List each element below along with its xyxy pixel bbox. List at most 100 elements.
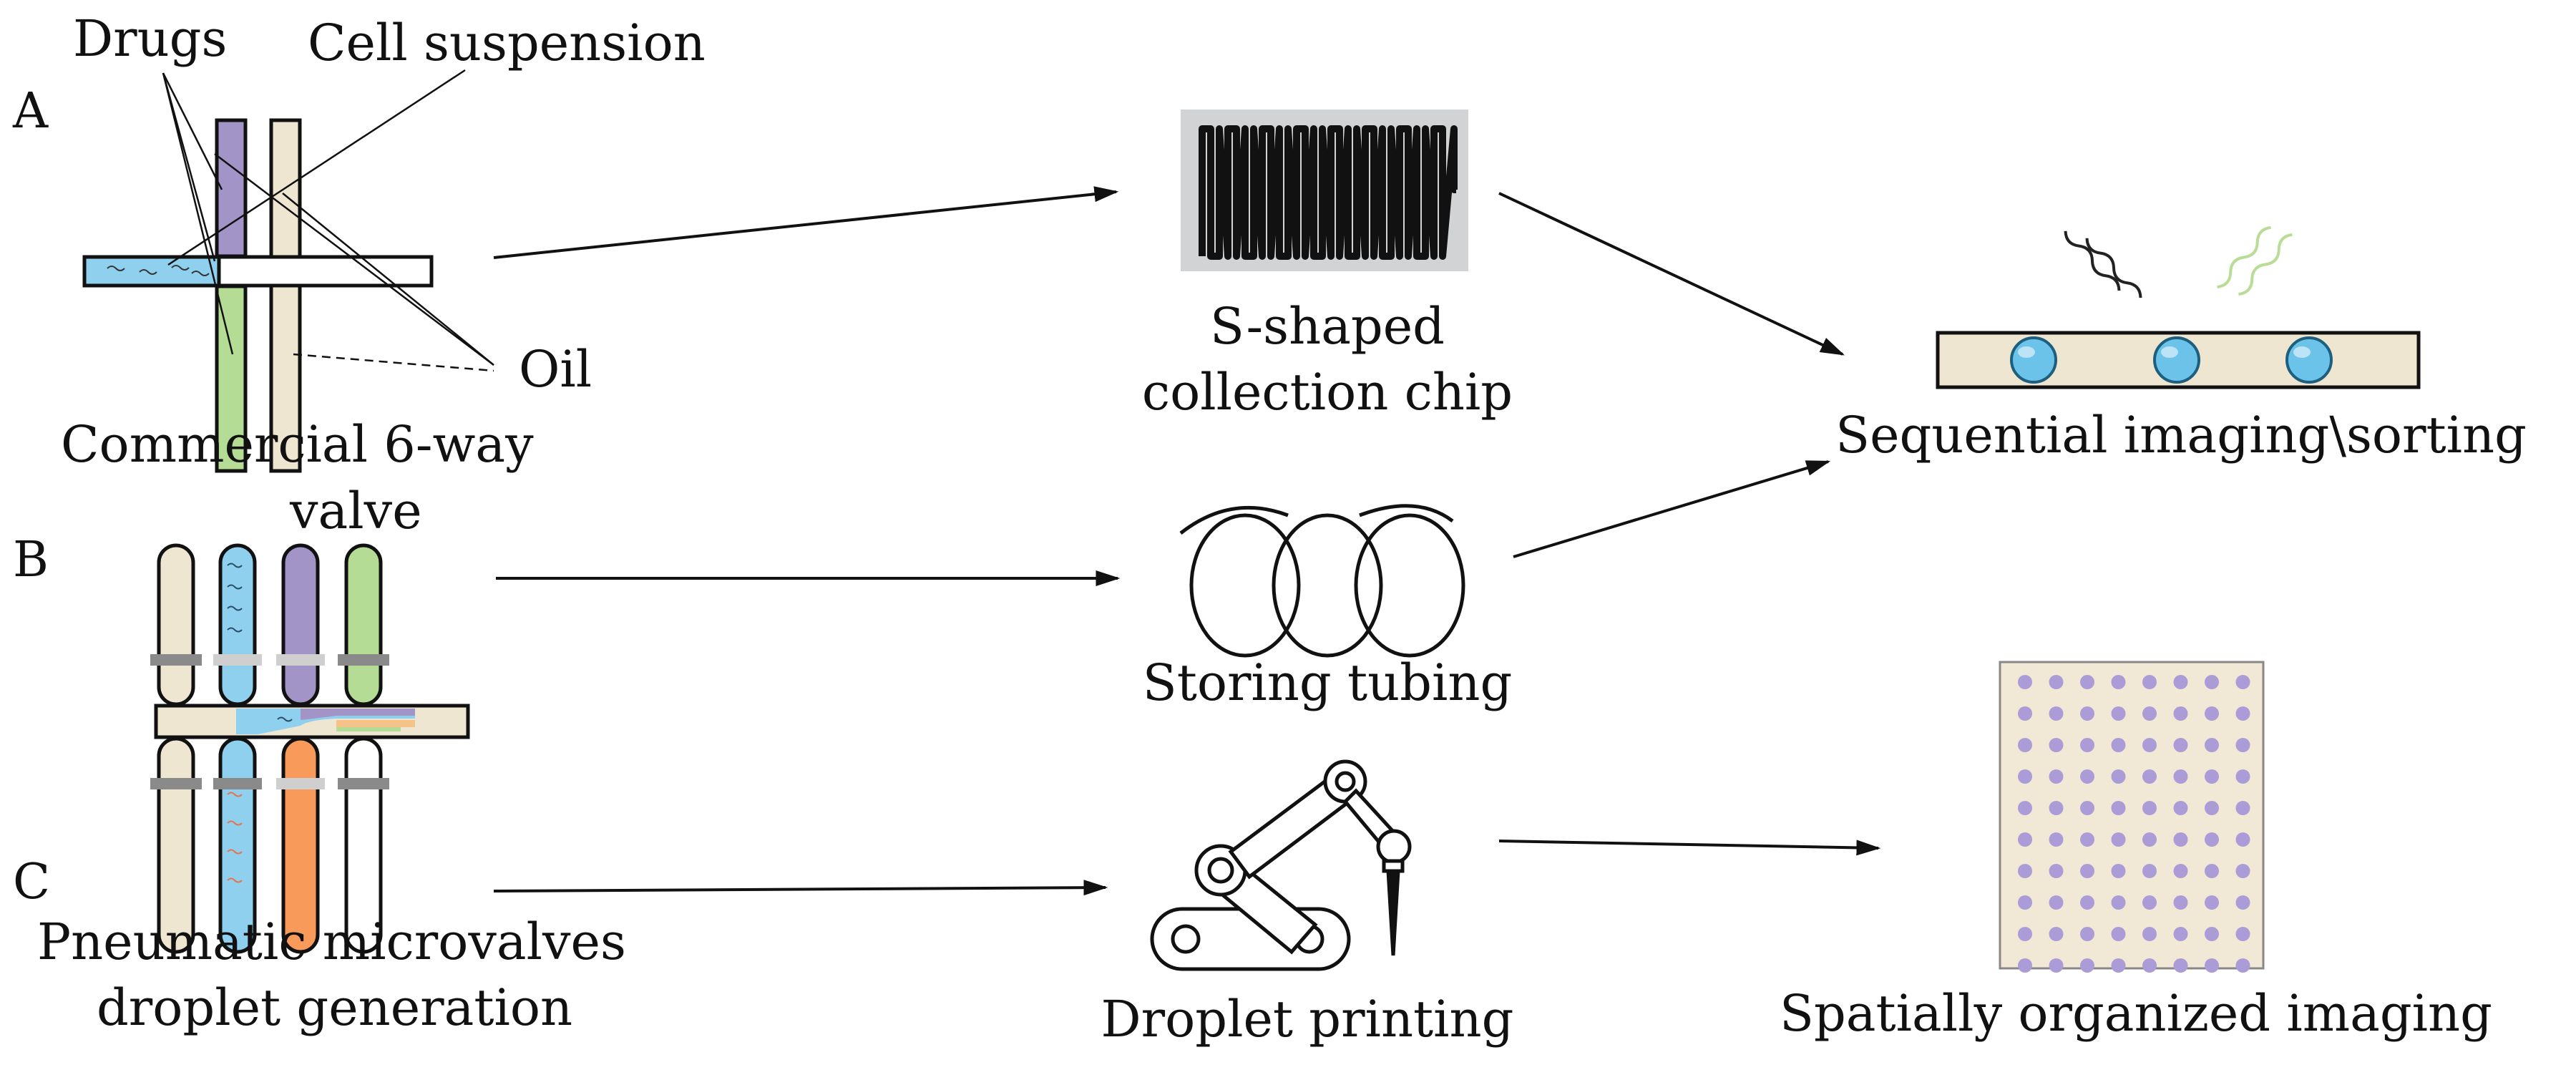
array-droplet xyxy=(2049,706,2064,721)
array-droplet xyxy=(2018,895,2032,910)
coil-tubing-icon xyxy=(1179,504,1465,658)
droplet-channel-icon xyxy=(1936,331,2421,389)
array-droplet xyxy=(2080,895,2094,910)
array-droplet xyxy=(2205,738,2219,752)
array-droplet xyxy=(2142,864,2157,878)
array-droplet xyxy=(2111,927,2126,941)
chip-caption-line2: collection chip xyxy=(1142,363,1513,422)
array-droplet xyxy=(2049,801,2064,815)
array-droplet xyxy=(2049,895,2064,910)
array-droplet xyxy=(2235,864,2250,878)
array-droplet xyxy=(2049,675,2064,689)
array-droplet xyxy=(2173,927,2188,941)
array-droplet xyxy=(2235,675,2250,689)
array-droplet xyxy=(2173,832,2188,847)
array-droplet xyxy=(2080,675,2094,689)
caption-pneumatic-line1: Pneumatic microvalves xyxy=(37,913,626,971)
array-droplet xyxy=(2173,864,2188,878)
array-droplet xyxy=(2111,738,2126,752)
array-droplet xyxy=(2111,769,2126,784)
array-droplet xyxy=(2142,958,2157,973)
cell-glyphs xyxy=(107,265,210,276)
array-droplet xyxy=(2080,864,2094,878)
array-droplet xyxy=(2235,738,2250,752)
array-droplet xyxy=(2142,706,2157,721)
array-droplet xyxy=(2049,769,2064,784)
caption-6-way-line2: valve xyxy=(289,482,422,540)
outlet-cells xyxy=(227,792,243,883)
array-droplet xyxy=(2018,801,2032,815)
array-droplet xyxy=(2173,958,2188,973)
array-droplet xyxy=(2111,801,2126,815)
array-droplet xyxy=(2018,958,2032,973)
arrow-c-to-printing xyxy=(493,880,1108,896)
label-oil: Oil xyxy=(519,340,592,399)
array-droplet xyxy=(2080,801,2094,815)
tubing-caption: Storing tubing xyxy=(1143,653,1513,712)
panel-letter-b: B xyxy=(13,532,49,588)
array-droplet xyxy=(2018,738,2032,752)
array-droplet xyxy=(2173,738,2188,752)
panel-letter-a: A xyxy=(12,83,49,140)
serpentine-channel xyxy=(1199,125,1458,260)
array-droplet xyxy=(2142,895,2157,910)
array-droplet xyxy=(2205,832,2219,847)
sequential-caption: Sequential imaging\sorting xyxy=(1835,406,2527,464)
array-droplet xyxy=(2205,801,2219,815)
array-droplet xyxy=(2142,927,2157,941)
array-droplet xyxy=(2142,675,2157,689)
caption-pneumatic-line2: droplet generation xyxy=(97,978,572,1037)
inlet-cells xyxy=(227,563,243,633)
arrow-printing-to-spatial xyxy=(1498,840,1881,856)
arrow-chip-to-sequential xyxy=(1498,192,1845,356)
array-droplet xyxy=(2018,706,2032,721)
array-droplet xyxy=(2049,738,2064,752)
emission-wave-icon xyxy=(2064,225,2293,298)
array-droplet xyxy=(2111,706,2126,721)
array-droplet xyxy=(2173,895,2188,910)
six-way-valve-icon xyxy=(82,118,434,473)
array-droplet xyxy=(2235,958,2250,973)
array-droplet xyxy=(2080,706,2094,721)
array-droplet xyxy=(2018,675,2032,689)
array-droplet xyxy=(2235,832,2250,847)
droplet-printing: Droplet printing xyxy=(1101,759,1514,1049)
array-droplet xyxy=(2111,832,2126,847)
array-droplet xyxy=(2080,832,2094,847)
array-droplet xyxy=(2080,738,2094,752)
array-droplet xyxy=(2111,958,2126,973)
array-droplet xyxy=(2111,675,2126,689)
array-droplet xyxy=(2018,832,2032,847)
array-droplet xyxy=(2049,958,2064,973)
array-droplet xyxy=(2205,706,2219,721)
panel-c: C Pneumatic microvalves droplet generati… xyxy=(13,854,626,1037)
printing-caption: Droplet printing xyxy=(1101,990,1514,1049)
array-droplet xyxy=(2235,801,2250,815)
array-droplet xyxy=(2142,738,2157,752)
array-droplet xyxy=(2049,927,2064,941)
spatial-imaging: Spatially organized imaging xyxy=(1780,661,2492,1043)
array-droplet xyxy=(2080,958,2094,973)
panel-letter-c: C xyxy=(13,854,50,910)
array-droplet xyxy=(2080,927,2094,941)
chip-caption-line1: S-shaped xyxy=(1210,297,1445,356)
array-droplet xyxy=(2018,927,2032,941)
array-droplet xyxy=(2080,769,2094,784)
array-droplet xyxy=(2235,706,2250,721)
storing-tubing: Storing tubing xyxy=(1143,504,1513,712)
label-cell-suspension: Cell suspension xyxy=(308,14,706,72)
array-droplet xyxy=(2018,769,2032,784)
array-droplet xyxy=(2205,895,2219,910)
array-droplet xyxy=(2205,958,2219,973)
array-droplet xyxy=(2049,864,2064,878)
panel-b: B xyxy=(13,532,470,954)
sequential-imaging: Sequential imaging\sorting xyxy=(1835,225,2527,464)
array-droplet xyxy=(2142,801,2157,815)
robot-arm-icon xyxy=(1150,759,1412,971)
array-droplet xyxy=(2205,769,2219,784)
arrow-a-to-chip xyxy=(493,186,1119,259)
spatial-caption: Spatially organized imaging xyxy=(1780,984,2492,1043)
array-droplet xyxy=(2235,769,2250,784)
array-droplet xyxy=(2173,769,2188,784)
panel-a: A Drugs Cell suspension xyxy=(12,9,706,540)
